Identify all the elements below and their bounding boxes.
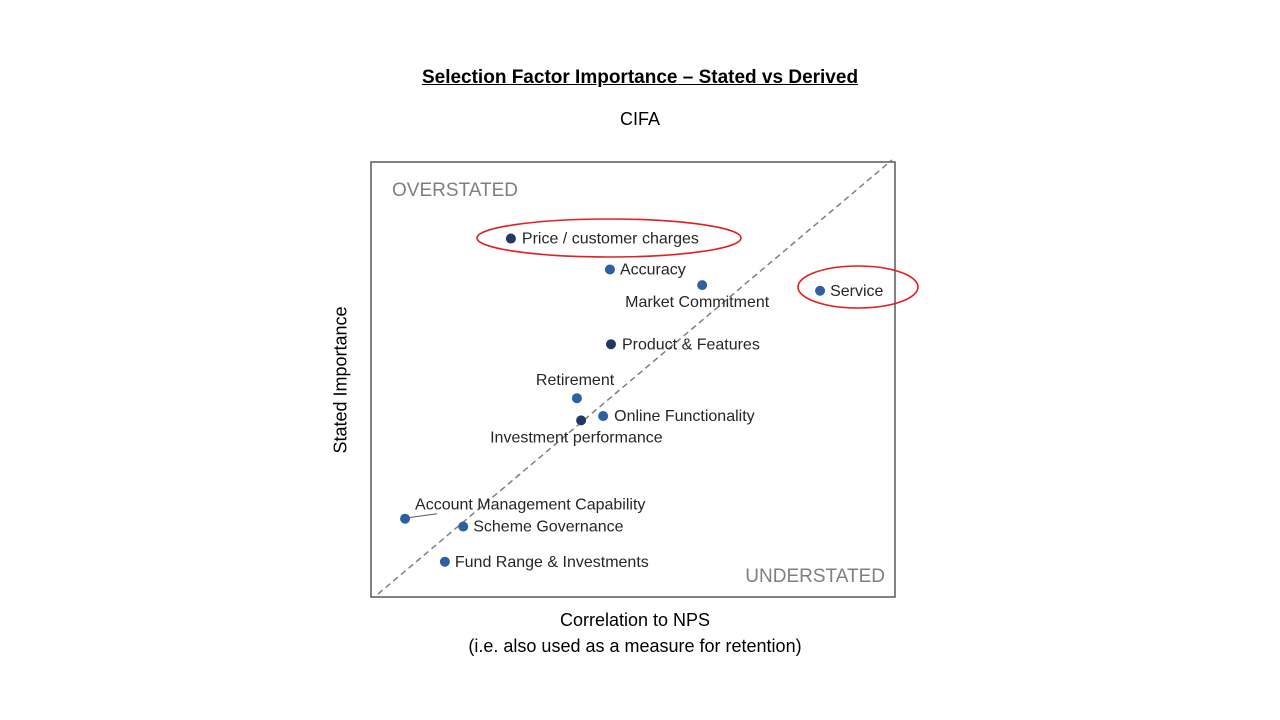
data-point [604, 264, 615, 275]
data-point-group: Price / customer charges [476, 218, 742, 258]
data-point-group: Fund Range & Investments [439, 554, 649, 571]
chart-title: Selection Factor Importance – Stated vs … [421, 67, 859, 88]
data-point-label: Price / customer charges [522, 231, 699, 248]
quadrant-label-understated: UNDERSTATED [745, 566, 885, 587]
data-point-label: Accuracy [620, 261, 686, 278]
data-point-group: Scheme Governance [458, 519, 624, 536]
data-point-label: Market Commitment [625, 294, 770, 311]
data-point-group: Product & Features [605, 336, 760, 353]
x-axis-note: (i.e. also used as a measure for retenti… [468, 636, 802, 656]
data-point-label: Account Management Capability [415, 497, 645, 514]
chart-subtitle: CIFA [619, 109, 660, 129]
data-point-label: Product & Features [622, 336, 760, 353]
data-point-group: Retirement [536, 372, 615, 404]
data-point-label: Investment performance [490, 429, 663, 446]
data-point [439, 556, 450, 567]
data-point-group: Investment performance [490, 415, 663, 446]
plot-area [370, 161, 896, 598]
data-point [605, 339, 616, 350]
data-point [458, 521, 469, 532]
data-point-group: Account Management Capability [400, 497, 645, 524]
data-point-group: Service [797, 265, 919, 309]
data-point-label: Retirement [536, 372, 615, 389]
highlight-ellipse [797, 265, 919, 309]
data-point [400, 513, 411, 524]
data-point-label: Scheme Governance [473, 519, 623, 536]
data-point [697, 280, 708, 291]
quadrant-label-overstated: OVERSTATED [392, 180, 518, 201]
data-point-label: Service [830, 283, 883, 300]
data-point-group: Accuracy [604, 261, 686, 278]
data-point [815, 285, 826, 296]
x-axis-label-block: Correlation to NPS (i.e. also used as a … [0, 607, 1270, 659]
highlight-ellipse [476, 218, 742, 258]
label-leader-line [407, 513, 438, 519]
data-point [576, 415, 587, 426]
x-axis-label: Correlation to NPS [559, 610, 711, 630]
data-point-label: Fund Range & Investments [455, 554, 649, 571]
data-point-label: Online Functionality [614, 408, 755, 425]
data-point-group: Online Functionality [598, 408, 755, 425]
diagonal-reference-line [377, 159, 893, 595]
data-point [505, 233, 516, 244]
y-axis-label: Stated Importance [330, 306, 351, 454]
data-point [571, 393, 582, 404]
data-point-group: Market Commitment [625, 280, 770, 311]
data-point [598, 411, 609, 422]
